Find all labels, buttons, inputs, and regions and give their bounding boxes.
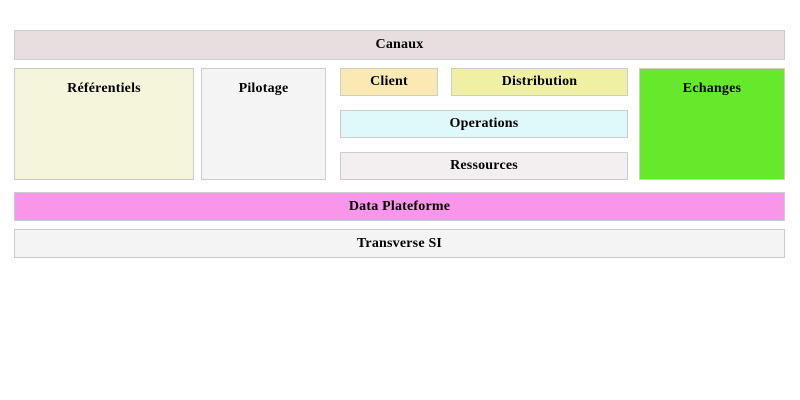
block-pilotage-label: Pilotage bbox=[238, 81, 289, 96]
block-transverse-si[interactable]: Transverse SI bbox=[14, 229, 785, 258]
block-data-plateforme-label: Data Plateforme bbox=[348, 198, 451, 214]
block-client-label: Client bbox=[370, 74, 408, 90]
block-group-metier: Client Distribution Operations Ressource… bbox=[340, 68, 628, 180]
block-ressources[interactable]: Ressources bbox=[340, 152, 628, 180]
block-distribution[interactable]: Distribution bbox=[451, 68, 628, 96]
block-echanges-label: Echanges bbox=[682, 81, 742, 96]
block-client[interactable]: Client bbox=[340, 68, 438, 96]
block-canaux-label: Canaux bbox=[375, 37, 424, 53]
block-data-plateforme[interactable]: Data Plateforme bbox=[14, 192, 785, 221]
block-echanges[interactable]: Echanges bbox=[639, 68, 785, 180]
block-transverse-si-label: Transverse SI bbox=[356, 235, 443, 251]
block-referentiels-label: Référentiels bbox=[67, 81, 141, 96]
block-distribution-label: Distribution bbox=[501, 74, 578, 90]
block-referentiels[interactable]: Référentiels bbox=[14, 68, 194, 180]
block-ressources-label: Ressources bbox=[450, 158, 518, 174]
block-operations[interactable]: Operations bbox=[340, 110, 628, 138]
block-pilotage[interactable]: Pilotage bbox=[201, 68, 326, 180]
block-operations-label: Operations bbox=[449, 116, 519, 132]
block-canaux[interactable]: Canaux bbox=[14, 30, 785, 60]
